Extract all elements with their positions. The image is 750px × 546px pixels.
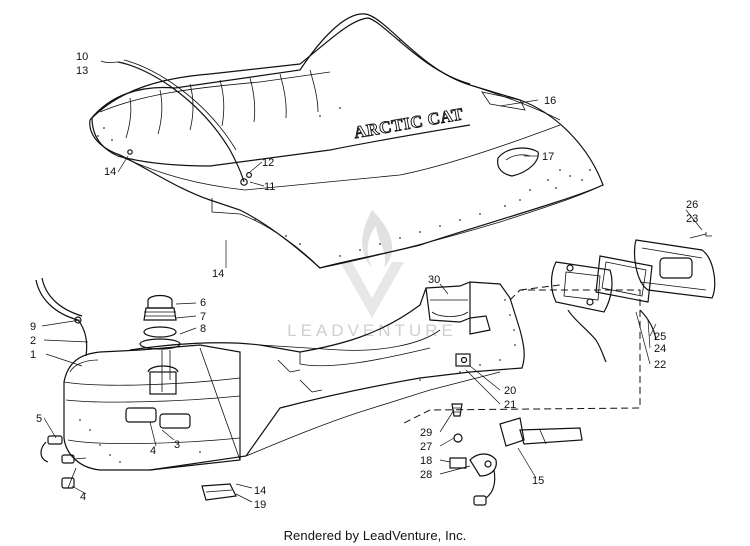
callout-3: 3 xyxy=(174,439,180,451)
callout-23: 23 xyxy=(686,213,698,225)
fuel-lines xyxy=(40,435,87,489)
callout-14-bottom: 14 xyxy=(254,485,266,497)
hardware-stack xyxy=(449,403,497,477)
callout-24: 24 xyxy=(654,343,666,355)
callout-2: 2 xyxy=(30,335,36,347)
arctic-cat-logo: ARCTIC CAT xyxy=(352,104,465,142)
callouts: 10 13 14 12 11 14 16 17 9 2 1 6 7 8 5 3 … xyxy=(30,51,698,511)
callout-16: 16 xyxy=(544,95,556,107)
callout-15: 15 xyxy=(532,475,544,487)
tail-light-bracket xyxy=(499,417,583,447)
footer-credit: Rendered by LeadVenture, Inc. xyxy=(283,528,467,543)
callout-4-left: 4 xyxy=(150,445,156,457)
callout-13: 13 xyxy=(76,65,88,77)
callout-12: 12 xyxy=(262,157,274,169)
leader-lines xyxy=(41,60,703,503)
callout-9: 9 xyxy=(30,321,36,333)
callout-7: 7 xyxy=(200,311,206,323)
callout-28: 28 xyxy=(420,469,432,481)
callout-30: 30 xyxy=(428,274,440,286)
callout-14-mid: 14 xyxy=(212,268,224,280)
callout-10: 10 xyxy=(76,51,88,63)
fuel-tank xyxy=(63,294,241,471)
vent-hose xyxy=(35,277,88,357)
callout-29: 29 xyxy=(420,427,432,439)
wiring-harness xyxy=(201,469,496,506)
callout-19: 19 xyxy=(254,499,266,511)
callout-1: 1 xyxy=(30,349,36,361)
seat-assembly: ARCTIC CAT xyxy=(89,13,604,269)
callout-21: 21 xyxy=(504,399,516,411)
callout-26: 26 xyxy=(686,199,698,211)
callout-11: 11 xyxy=(264,181,275,193)
callout-25: 25 xyxy=(654,331,666,343)
callout-27: 27 xyxy=(420,441,432,453)
seat-base xyxy=(129,281,525,471)
callout-17: 17 xyxy=(542,151,554,163)
wiring-routing xyxy=(401,284,641,425)
callout-18: 18 xyxy=(420,455,432,467)
callout-22: 22 xyxy=(654,359,666,371)
callout-14-top: 14 xyxy=(104,166,116,178)
callout-20: 20 xyxy=(504,385,516,397)
callout-8: 8 xyxy=(200,323,206,335)
watermark-text: LEADVENTURE xyxy=(287,321,457,340)
tail-light-assembly xyxy=(550,232,716,363)
callout-4-bottom: 4 xyxy=(80,491,86,503)
callout-6: 6 xyxy=(200,297,206,309)
callout-5: 5 xyxy=(36,413,42,425)
